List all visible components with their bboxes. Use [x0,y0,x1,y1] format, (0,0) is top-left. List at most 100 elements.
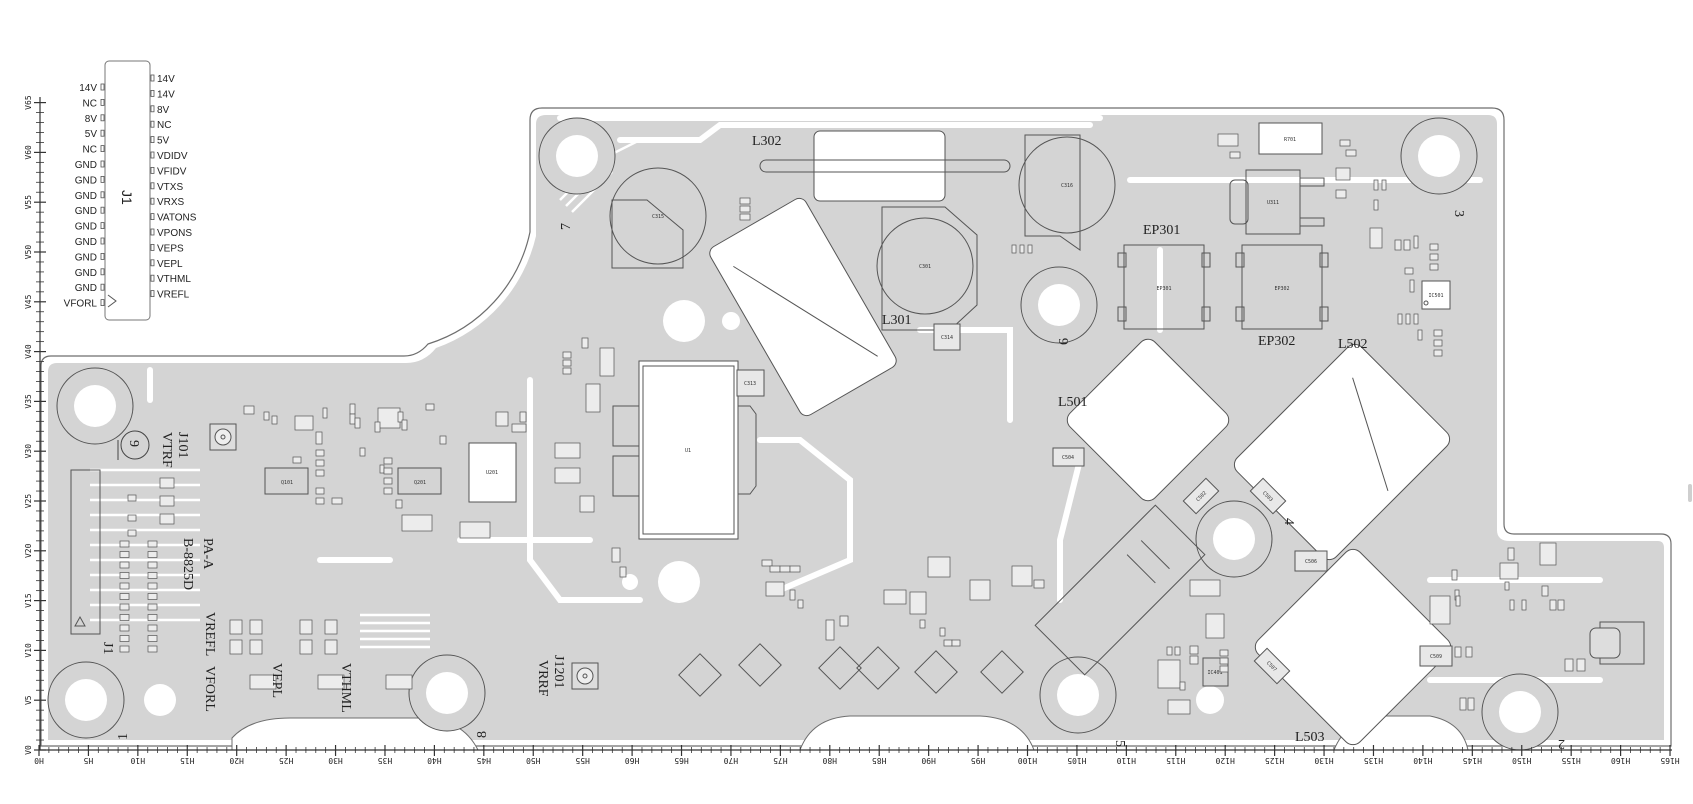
inductor-l502 [1233,343,1451,561]
smd-part [1205,613,1225,639]
smd-part [1509,599,1515,611]
capacitor-c301: C301 [876,206,978,331]
smd-part [315,497,325,505]
h-ruler-label: H30 [328,756,343,765]
ref-c504: C504 [1062,455,1074,461]
silk-l503: L503 [1295,730,1325,745]
smd-part [243,405,255,415]
smd-part [1429,243,1439,251]
smd-part [249,674,277,690]
smd-part [271,415,278,425]
smd-part [1189,645,1199,655]
silk-8: 8 [475,731,490,738]
smd-part [818,646,862,690]
smd-part [359,447,366,457]
ref-c301: C301 [919,264,931,270]
smd-part [317,674,345,690]
component-q101: Q101 [264,467,309,495]
silk-j101: J101 [175,432,190,458]
smd-part [1433,329,1443,337]
pin-marker [100,237,105,245]
smd-part [1229,151,1241,159]
via-hole [722,312,740,330]
smd-part [765,581,785,597]
pin-marker [100,83,105,91]
smd-part [1429,253,1439,261]
smd-part [927,556,951,578]
mounting-hole [1418,135,1460,177]
smd-part [883,589,907,605]
smd-part [1373,199,1379,211]
v-ruler-label: V30 [24,444,33,459]
cap-c314: C314 [933,323,961,351]
j1-left-pin-label: NC [83,145,97,156]
h-ruler-label: H25 [279,756,294,765]
mounting-hole [556,135,598,177]
h-ruler-label: H40 [427,756,442,765]
j1-left-pin-label: NC [83,98,97,109]
smd-part [1339,139,1351,147]
ref-u201: U201 [486,470,498,476]
mounting-hole [65,679,107,721]
smd-part [495,411,509,427]
ref-c313: C313 [744,381,756,387]
smd-part [147,551,158,558]
v-ruler-label: V50 [24,245,33,260]
j1-right-pin-label: VPONS [157,228,192,239]
smd-part [119,645,130,653]
smd-part [678,653,722,697]
rf-connector-j1201 [571,662,599,690]
smd-part [619,566,627,578]
smd-part [383,457,393,465]
smd-part [1459,697,1467,711]
smd-part [769,565,781,573]
v-ruler-label: V5 [24,695,33,705]
smd-part [1335,189,1347,199]
ref-r701: R701 [1284,137,1296,143]
j1-right-pin-label: 8V [157,105,170,116]
component-u201: U201 [468,442,517,503]
smd-part [839,615,849,627]
ref-ep302: EP302 [1274,286,1289,292]
smd-part [1413,235,1419,249]
pin-marker [150,90,155,97]
j1-right-pin-label: VEPL [157,259,183,270]
h-ruler-label: H100 [1018,756,1037,765]
smd-part [401,419,408,431]
v-ruler-label: V65 [24,95,33,110]
cap-c507: C507 [1253,647,1291,685]
smd-part [1504,581,1510,591]
silk-2: 2 [1558,736,1565,751]
smd-part [1541,585,1549,597]
j1-left-pin-label: VFORL [64,299,98,310]
smd-part [322,407,328,419]
silk-l302: L302 [752,134,782,149]
j1-right-pin-label: VDIDV [157,151,188,162]
pin-marker [150,136,155,144]
smd-part [315,459,325,467]
smd-part [825,619,835,641]
j1-right-pin-label: VREFL [157,290,190,301]
smd-part [1219,665,1229,673]
smd-part [383,487,393,495]
smd-part [739,213,751,221]
smd-part [147,635,158,642]
h-ruler-label: H125 [1265,756,1284,765]
smd-part [1433,349,1443,357]
smd-part [797,599,804,609]
pin-marker [100,268,105,276]
pin-marker [100,175,105,183]
ref-u311: U311 [1267,200,1279,206]
ref-c315: C315 [652,214,664,220]
smd-part [127,494,137,502]
h-ruler-label: H60 [625,756,640,765]
mounting-hole [1499,691,1541,733]
scrollbar-thumb[interactable] [1688,484,1692,502]
smd-part [1157,659,1181,689]
smd-part [1011,244,1017,254]
cap-c313: C313 [736,369,765,397]
smd-part [315,449,325,457]
h-ruler-label: H110 [1117,756,1136,765]
smd-part [611,547,621,563]
